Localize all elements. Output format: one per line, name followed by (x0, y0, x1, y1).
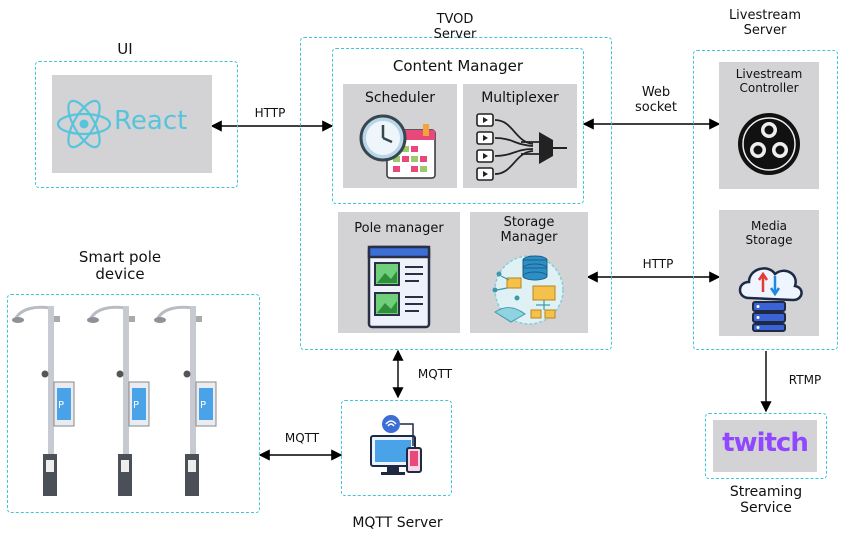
streaming-service-label: Streaming Service (729, 484, 803, 517)
multiplexer-label: Multiplexer (481, 90, 559, 106)
mqtt-devices-icon (370, 415, 422, 475)
tvod-server-title: TVOD Server (433, 12, 477, 42)
storage-manager-panel: Storage Manager (470, 212, 588, 333)
livestream-controller-label: Livestream Controller (735, 67, 803, 95)
pole-manager-label: Pole manager (354, 221, 444, 236)
tvod-server-container (300, 37, 612, 350)
smart-pole-container (7, 294, 260, 513)
smart-pole-icon: P (12, 304, 218, 498)
pole-manager-icon (367, 245, 431, 329)
storage-manager-icon (492, 255, 564, 325)
pole-mqtt-label: MQTT (284, 431, 320, 445)
ui-container (35, 61, 238, 188)
react-logo-icon (56, 99, 112, 149)
cloud-storage-icon (738, 267, 803, 332)
react-label: React (114, 106, 188, 136)
mqtt-server-container (341, 400, 452, 496)
multiplexer-panel: Multiplexer (463, 84, 577, 188)
clock-calendar-icon (359, 114, 436, 179)
media-storage-panel: Media Storage (719, 210, 819, 336)
react-panel: React (52, 75, 212, 173)
multiplexer-icon (476, 113, 567, 181)
scheduler-label: Scheduler (364, 90, 436, 106)
livestream-controller-panel: Livestream Controller (719, 62, 819, 189)
tvod-mqtt-label: MQTT (417, 367, 453, 381)
twitch-logo: twitch (722, 428, 809, 458)
svg-text:P: P (58, 400, 64, 411)
scheduler-panel: Scheduler (343, 84, 457, 188)
content-manager-title: Content Manager (392, 57, 524, 75)
pole-manager-panel: Pole manager (338, 212, 460, 333)
ui-title: UI (117, 40, 133, 58)
content-manager-container (332, 48, 584, 204)
mqtt-server-label: MQTT Server (352, 515, 443, 531)
storage-media-label: HTTP (642, 257, 674, 271)
twitch-panel: twitch (713, 420, 817, 472)
media-storage-label: Media Storage (745, 219, 793, 247)
livestream-server-container (693, 50, 838, 350)
smart-pole-title: Smart pole device (78, 248, 162, 284)
livestream-server-title: Livestream Server (728, 8, 802, 38)
ui-tvod-label: HTTP (254, 106, 286, 120)
obs-logo-icon (738, 113, 800, 175)
storage-manager-label: Storage Manager (500, 215, 558, 245)
streaming-service-container (705, 413, 827, 479)
livestream-streaming-label: RTMP (788, 373, 822, 387)
tvod-livestream-label: Web socket (634, 85, 678, 115)
